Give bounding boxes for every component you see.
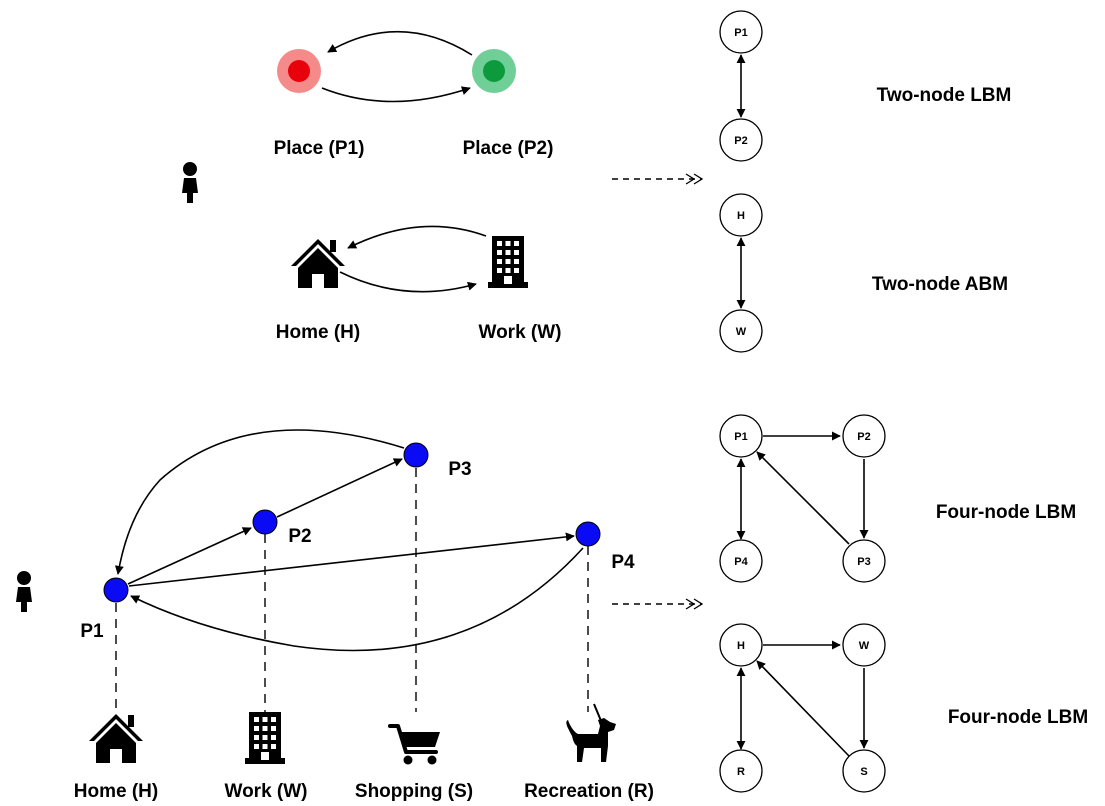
drop-lines — [115, 468, 589, 712]
person-icon — [182, 162, 198, 203]
office-building-icon — [245, 712, 285, 764]
person-icon — [16, 571, 32, 612]
node-h: H — [737, 640, 745, 652]
arrow-p2-to-p1 — [327, 30, 473, 56]
label-p3: P3 — [448, 459, 471, 480]
work-label-top: Work (W) — [478, 322, 561, 343]
label-p4: P4 — [611, 552, 635, 573]
dog-leash-icon — [565, 703, 617, 763]
recreation-label: Recreation (R) — [524, 781, 654, 802]
node-w: W — [859, 640, 870, 652]
arrow-work-to-home — [347, 225, 487, 249]
four-node-lbm-title-2: Four-node LBM — [948, 707, 1088, 728]
graph-four-node-lbm-p: P1 P2 P3 P4 — [719, 414, 886, 583]
office-building-icon — [488, 236, 528, 288]
node-p4: P4 — [734, 556, 748, 568]
shopping-cart-icon — [388, 724, 442, 767]
two-node-abm-title: Two-node ABM — [872, 274, 1008, 295]
node-w: W — [736, 326, 747, 338]
arrow-p1-to-p2 — [321, 86, 471, 103]
place-p1-label: Place (P1) — [274, 138, 365, 159]
location-nodes — [103, 442, 601, 603]
four-node-lbm-title-1: Four-node LBM — [936, 502, 1076, 523]
node-p1: P1 — [734, 431, 747, 443]
work-label-bottom: Work (W) — [224, 781, 307, 802]
graph-four-node-lbm-activity: H W S R — [719, 623, 886, 793]
home-label-top: Home (H) — [276, 322, 360, 343]
arrow-home-to-work — [339, 271, 477, 293]
node-p1: P1 — [734, 27, 747, 39]
label-p1: P1 — [80, 621, 104, 642]
node-s: S — [860, 766, 867, 778]
label-p2: P2 — [288, 526, 311, 547]
place-p1-node — [277, 49, 321, 93]
shopping-label: Shopping (S) — [355, 781, 473, 802]
node-p3: P3 — [857, 556, 870, 568]
graph-two-node-lbm: P1 P2 — [719, 10, 763, 162]
two-node-lbm-title: Two-node LBM — [877, 85, 1012, 106]
house-icon — [89, 714, 143, 763]
node-h: H — [737, 210, 745, 222]
node-p2: P2 — [857, 431, 870, 443]
node-r: R — [737, 766, 745, 778]
home-label-bottom: Home (H) — [74, 781, 158, 802]
place-p2-node — [472, 49, 516, 93]
node-p2: P2 — [734, 135, 747, 147]
house-icon — [291, 239, 345, 288]
place-p2-label: Place (P2) — [463, 138, 554, 159]
location-edges — [114, 429, 584, 652]
graph-two-node-abm: H W — [719, 193, 763, 353]
